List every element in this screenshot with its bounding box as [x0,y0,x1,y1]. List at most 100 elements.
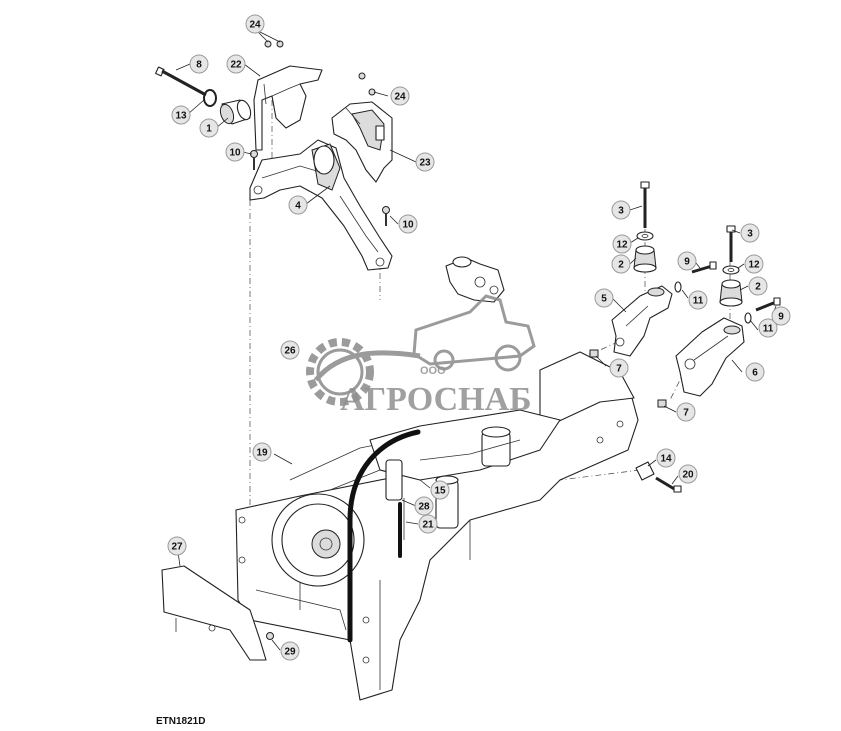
callout-circle [280,641,300,661]
callout-label: 12 [616,240,628,251]
nuts-part-7 [589,349,667,408]
callout-3: 3 [611,200,631,220]
engine-frame-assembly [235,351,639,701]
callout-13: 13 [171,105,191,125]
bolt-part-20 [655,476,682,493]
shield-plate-part-27 [161,565,267,661]
callout-2: 2 [611,254,631,274]
callout-label: 3 [747,229,753,240]
callout-circle [398,214,418,234]
callout-circle [226,54,246,74]
callout-circle [390,86,410,106]
callout-circle [430,480,450,500]
snap-ring-part-13 [203,89,217,107]
callout-label: 10 [402,220,414,231]
callout-label: 13 [175,111,187,122]
bushing-part-1 [219,99,252,125]
callout-circle [415,152,435,172]
callout-label: 12 [748,260,760,271]
callout-11: 11 [758,318,778,338]
small-bolts [250,40,390,226]
callout-label: 6 [752,368,758,379]
spacer-part-14 [635,461,655,481]
callout-8: 8 [189,54,209,74]
callout-22: 22 [226,54,246,74]
callout-10: 10 [398,214,418,234]
callout-label: 2 [618,260,624,271]
callout-28: 28 [414,496,434,516]
callout-circle [656,448,676,468]
figure-code: ETN1821D [156,716,205,727]
callout-circle [744,254,764,274]
callout-circle [748,276,768,296]
watermark-gear-icon [306,338,421,406]
callout-label: 28 [418,502,430,513]
callout-circle [612,234,632,254]
isolators-part-2 [633,245,743,307]
callout-label: 9 [684,257,690,268]
callout-circle [280,340,300,360]
callout-27: 27 [167,536,187,556]
callout-4: 4 [288,195,308,215]
callout-label: 5 [601,294,607,305]
callout-26: 26 [280,340,300,360]
callout-circle [171,105,191,125]
callout-5: 5 [594,288,614,308]
callout-label: 2 [755,282,761,293]
callout-circle [611,200,631,220]
callout-circle [745,362,765,382]
watermark-brand: АГРОСНАБ [340,381,532,418]
callout-label: 11 [763,324,774,335]
callout-7: 7 [609,358,629,378]
callout-label: 24 [249,20,261,31]
callout-label: 24 [394,92,406,103]
leader-lines [175,29,777,651]
callout-label: 22 [230,60,242,71]
callout-29: 29 [280,641,300,661]
callout-circle [418,514,438,534]
shield-part-23 [331,101,393,183]
callout-label: 20 [682,470,694,481]
yoke-support-part-4 [249,139,393,271]
callout-label: 29 [284,647,296,658]
callout-circle [611,254,631,274]
bolts-part-3 [640,181,736,262]
callout-label: 21 [422,520,434,531]
valve-assembly [445,256,505,303]
callout-label: 14 [660,454,672,465]
callout-label: 3 [618,206,624,217]
callout-circle [678,464,698,484]
callout-12: 12 [612,234,632,254]
shield-part-22 [253,65,323,151]
watermark-prefix: ООО [420,365,446,377]
callout-15: 15 [430,480,450,500]
callout-circle [771,306,791,326]
callout-circle [676,402,696,422]
callout-circle [758,318,778,338]
callout-label: 26 [284,346,296,357]
bracket-part-5 [611,285,673,357]
callout-label: 1 [206,124,212,135]
watermark: ООО АГРОСНАБ [306,294,536,418]
callout-label: 7 [683,408,689,419]
callout-circle [167,536,187,556]
callout-20: 20 [678,464,698,484]
callout-label: 8 [196,60,202,71]
callout-circle [189,54,209,74]
screw-part-29 [266,632,274,640]
callout-circle [688,290,708,310]
callout-circle [677,251,697,271]
callout-circle [594,288,614,308]
callout-label: 11 [693,296,704,307]
callout-label: 7 [616,364,622,375]
callout-label: 19 [256,448,268,459]
hoses [347,429,421,643]
callout-3: 3 [740,223,760,243]
callout-10: 10 [225,142,245,162]
callout-9: 9 [677,251,697,271]
callout-label: 27 [171,542,183,553]
watermark-harvester-icon [412,294,536,372]
